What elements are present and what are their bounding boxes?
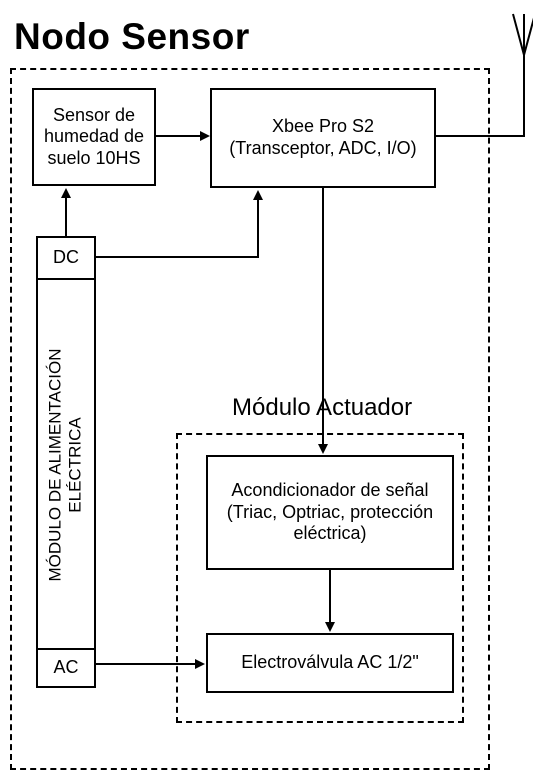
xbee-block: Xbee Pro S2 (Transceptor, ADC, I/O): [210, 88, 436, 188]
conditioner-block: Acondicionador de señal (Triac, Optriac,…: [206, 455, 454, 570]
diagram-title: Nodo Sensor: [14, 16, 250, 57]
dc-output-block: DC: [36, 236, 96, 280]
valve-block: Electroválvula AC 1/2": [206, 633, 454, 693]
sensor-block: Sensor de humedad de suelo 10HS: [32, 88, 156, 186]
sensor-line-3: suelo 10HS: [47, 147, 141, 168]
xbee-line-2: (Transceptor, ADC, I/O): [229, 138, 417, 158]
sensor-line-1: Sensor de: [52, 104, 136, 125]
conditioner-line-3: eléctrica): [293, 523, 367, 544]
actuator-module-boundary: [176, 433, 464, 723]
conditioner-line-2: (Triac, Optriac, protección: [226, 501, 434, 522]
sensor-node-boundary: [10, 68, 490, 770]
xbee-to-antenna-line: [436, 55, 525, 137]
antenna-icon: [512, 13, 533, 59]
ac-output-block: AC: [36, 648, 96, 688]
conditioner-line-1: Acondicionador de señal: [231, 480, 429, 501]
sensor-line-2: humedad de: [43, 126, 145, 147]
xbee-line-1: Xbee Pro S2: [271, 116, 375, 137]
arrow-dc-to-xbee: [96, 190, 263, 258]
